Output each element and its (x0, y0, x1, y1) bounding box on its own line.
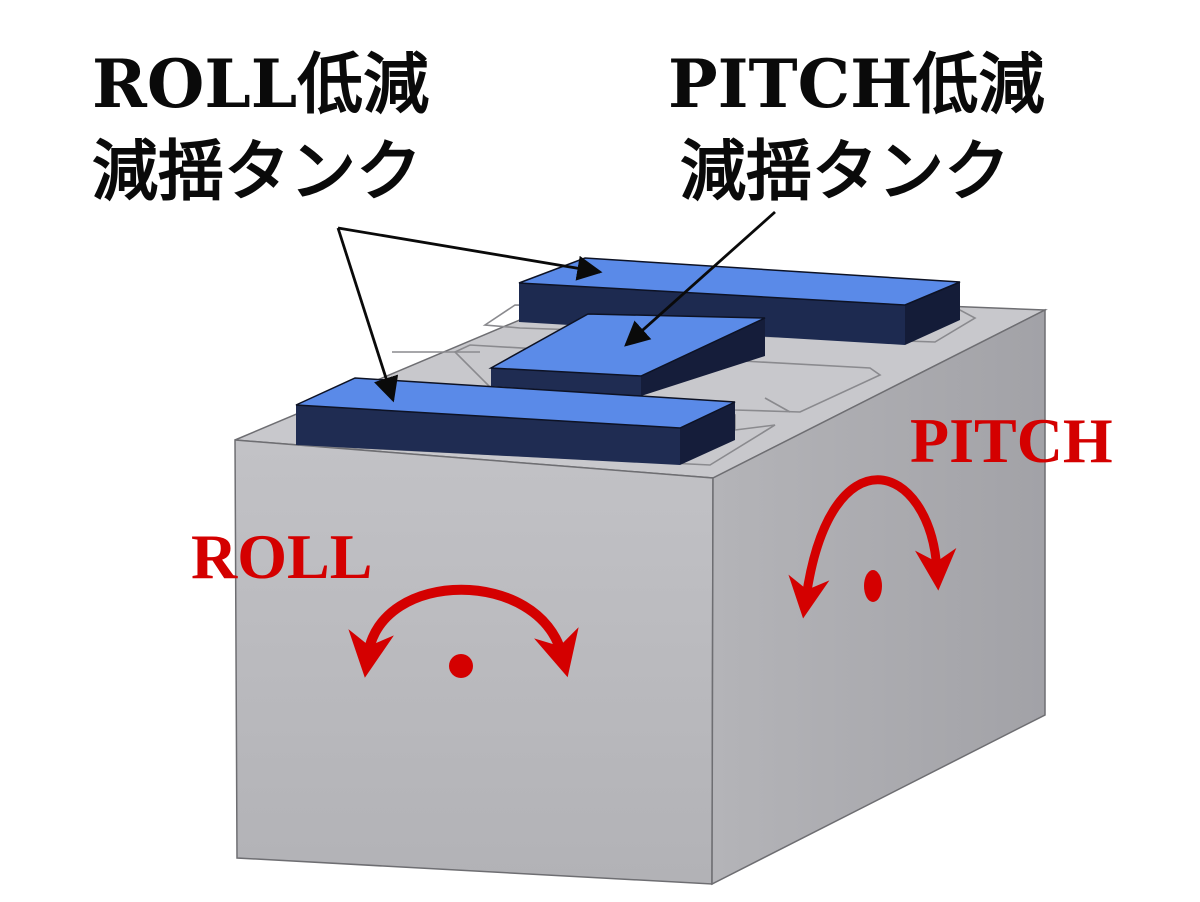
roll-motion-label: ROLL (191, 521, 372, 592)
roll-tank-back-front (519, 283, 905, 345)
recess-back-roll (482, 304, 977, 343)
pitch-motion-label: PITCH (910, 405, 1113, 476)
recess-divider-2 (764, 397, 791, 413)
pitch-tank-label-line2: 減揺タンク (680, 132, 1010, 210)
roll-axis-dot (449, 654, 473, 678)
roll-rotation-arc (348, 584, 579, 678)
roll-tank-front-top (295, 377, 736, 429)
roll-tank-front-side (680, 402, 735, 465)
roll-tank-front-front (296, 405, 680, 465)
pitch-tank-front (491, 368, 641, 396)
roll-rotation-symbol (348, 584, 579, 678)
hull-front-face (234, 439, 714, 885)
pitch-tank-side (641, 318, 765, 396)
pitch-rotation-symbol (788, 475, 957, 619)
pitch-pointer-arrow (624, 210, 776, 347)
roll-tank-front (295, 377, 736, 465)
roll-tank-label-line1: ROLL低減 (92, 45, 429, 123)
pitch-axis-dot (864, 570, 882, 602)
roll-pointer-arrow-front (336, 227, 399, 403)
pitch-rotation-arc (788, 475, 957, 619)
roll-tank-back-side (905, 282, 960, 345)
pointer-arrows (336, 210, 776, 403)
pitch-tank-label-line1: PITCH低減 (668, 45, 1045, 123)
roll-tank-label-line2: 減揺タンク (92, 132, 422, 210)
roll-pointer-arrow-back (337, 226, 603, 281)
roll-tank-back (518, 257, 961, 345)
